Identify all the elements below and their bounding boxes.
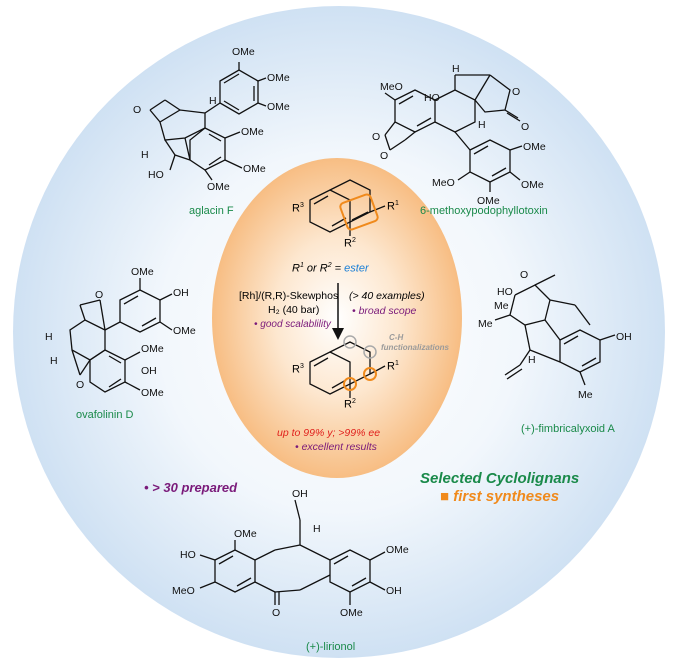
aglacin-ome-3: OMe bbox=[267, 101, 290, 113]
label-lirionol: (+)-lirionol bbox=[306, 641, 356, 653]
stereocenter-2 bbox=[343, 377, 357, 391]
aglacin-ome-6: OMe bbox=[207, 181, 230, 193]
podo-ho: HO bbox=[424, 92, 440, 104]
aglacin-ome-5: OMe bbox=[243, 163, 266, 175]
podo-ome-3: OMe bbox=[477, 195, 500, 207]
ovafolinin-d-structure bbox=[69, 278, 173, 393]
methoxypodophyllotoxin-structure bbox=[384, 74, 523, 192]
substrate-r1: R1 bbox=[387, 200, 399, 213]
podo-h-top: H bbox=[452, 63, 460, 75]
prepared-count: • > 30 prepared bbox=[144, 480, 238, 495]
ova-o: O bbox=[95, 289, 103, 301]
lirionol-ho: HO bbox=[180, 549, 196, 561]
substrate-r2: R2 bbox=[344, 237, 356, 250]
fimb-oh: OH bbox=[616, 331, 632, 343]
fimbricalyxoid-a-structure bbox=[494, 274, 616, 386]
aglacin-h-2: H bbox=[209, 95, 217, 107]
ova-ome-2: OMe bbox=[173, 325, 196, 337]
reaction-arrow-head bbox=[332, 328, 344, 340]
scalability-note: • good scalablility bbox=[254, 319, 331, 330]
ova-oh-2: OH bbox=[141, 365, 157, 377]
lirionol-oh: OH bbox=[292, 488, 308, 500]
ch-label-1: C-H bbox=[389, 333, 404, 342]
podo-o1: O bbox=[372, 131, 380, 143]
podo-o3: O bbox=[512, 86, 520, 98]
product-r2: R2 bbox=[344, 398, 356, 411]
fimb-ho: HO bbox=[497, 286, 513, 298]
lirionol-ome-1: OMe bbox=[234, 528, 257, 540]
ch-site-1 bbox=[343, 335, 357, 349]
fimb-me-2: Me bbox=[478, 318, 493, 330]
ova-ome-1: OMe bbox=[131, 266, 154, 278]
fimb-o: O bbox=[520, 269, 528, 281]
lirionol-h: H bbox=[313, 523, 321, 535]
substrate-r3: R3 bbox=[292, 202, 304, 215]
podo-meo: MeO bbox=[380, 81, 403, 93]
fimb-me-1: Me bbox=[494, 300, 509, 312]
podo-meo-2: MeO bbox=[432, 177, 455, 189]
product-r3: R3 bbox=[292, 363, 304, 376]
product-r1: R1 bbox=[387, 360, 399, 373]
aglacin-ome-1: OMe bbox=[232, 46, 255, 58]
yield-text: up to 99% y; >99% ee bbox=[277, 427, 381, 439]
aglacin-f-structure bbox=[149, 62, 267, 181]
lirionol-o: O bbox=[272, 607, 280, 619]
lirionol-ome-2: OMe bbox=[386, 544, 409, 556]
aglacin-ho: HO bbox=[148, 169, 164, 181]
label-fimbricalyxoid-a: (+)-fimbricalyxoid A bbox=[521, 423, 615, 435]
aglacin-o: O bbox=[133, 104, 141, 116]
ova-ome-3: OMe bbox=[141, 343, 164, 355]
ova-ome-4: OMe bbox=[141, 387, 164, 399]
first-syntheses-note: ■ first syntheses bbox=[440, 488, 560, 505]
fimb-me-3: Me bbox=[578, 389, 593, 401]
stereocenter-1 bbox=[363, 367, 377, 381]
aglacin-ome-2: OMe bbox=[267, 72, 290, 84]
scope-note: • broad scope bbox=[352, 305, 417, 317]
lirionol-structure bbox=[199, 499, 386, 605]
label-aglacin-f: aglacin F bbox=[189, 205, 234, 217]
label-ovafolinin-d: ovafolinin D bbox=[76, 409, 134, 421]
podo-ome-1: OMe bbox=[523, 141, 546, 153]
fimb-h: H bbox=[528, 354, 536, 366]
examples-count: (> 40 examples) bbox=[349, 290, 425, 302]
ch-site-2 bbox=[363, 345, 377, 359]
product-structure bbox=[309, 341, 386, 398]
aglacin-h: H bbox=[141, 149, 149, 161]
lirionol-meo: MeO bbox=[172, 585, 195, 597]
podo-o4: O bbox=[521, 121, 529, 133]
results-note: • excellent results bbox=[295, 441, 377, 453]
podo-h-bottom: H bbox=[478, 119, 486, 131]
podo-o2: O bbox=[380, 150, 388, 162]
substrate-condition: R1 or R2 = ester bbox=[292, 262, 369, 275]
substrate-alkene-highlight bbox=[339, 193, 379, 231]
selected-cyclolignans-title: Selected Cyclolignans bbox=[420, 470, 580, 487]
catalyst-line-2: H₂ (40 bar) bbox=[268, 304, 320, 316]
lirionol-ome-3: OMe bbox=[340, 607, 363, 619]
aglacin-ome-4: OMe bbox=[241, 126, 264, 138]
catalyst-line-1: [Rh]/(R,R)-Skewphos bbox=[239, 290, 339, 302]
central-egg bbox=[212, 158, 462, 478]
substrate-alkene-bond bbox=[351, 211, 369, 221]
ova-oh-1: OH bbox=[173, 287, 189, 299]
label-methoxypodophyllotoxin: 6-methoxypodophyllotoxin bbox=[420, 205, 548, 217]
ova-h-1: H bbox=[45, 331, 53, 343]
podo-ome-2: OMe bbox=[521, 179, 544, 191]
ch-label-2: functionalizations bbox=[381, 343, 449, 352]
ova-h-2: H bbox=[50, 355, 58, 367]
lirionol-oh-2: OH bbox=[386, 585, 402, 597]
ova-o-2: O bbox=[76, 379, 84, 391]
